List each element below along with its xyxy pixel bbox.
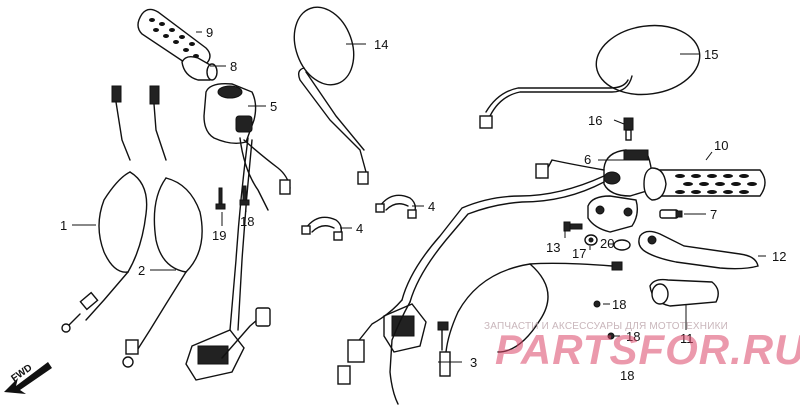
right-cable-part — [437, 261, 623, 377]
washer-part-17 — [584, 234, 598, 246]
callout-6: 6 — [584, 152, 591, 167]
callout-3: 3 — [470, 355, 477, 370]
callout-8: 8 — [230, 59, 237, 74]
mirror-bolt-part — [623, 117, 634, 141]
callout-13: 13 — [546, 240, 560, 255]
right-grip-part — [643, 167, 766, 201]
callout-4-b: 4 — [428, 199, 435, 214]
callout-18-right-middle: 18 — [626, 329, 640, 344]
watermark-caption: ЗАПЧАСТИ И АКСЕССУАРЫ ДЛЯ МОТОТЕХНИКИ — [484, 321, 729, 332]
callout-17: 17 — [572, 246, 586, 261]
callout-18-left: 18 — [240, 214, 254, 229]
left-mirror-part — [293, 6, 369, 185]
callout-9: 9 — [206, 25, 213, 40]
left-grip-part — [137, 8, 211, 69]
cable-clamp-part-a — [301, 216, 343, 241]
small-screw-left-19 — [215, 187, 226, 210]
callout-18-right-lower: 18 — [620, 368, 634, 383]
callout-1: 1 — [60, 218, 67, 233]
callout-12: 12 — [772, 249, 786, 264]
callout-15: 15 — [704, 47, 718, 62]
fwd-arrow-icon — [4, 362, 52, 394]
callout-18-right-upper: 18 — [612, 297, 626, 312]
callout-7: 7 — [710, 207, 717, 222]
callout-5: 5 — [270, 99, 277, 114]
right-mirror-part — [479, 24, 701, 129]
screw-right-18-upper — [593, 300, 601, 308]
right-switch-connector-part — [337, 299, 427, 405]
callout-10: 10 — [714, 138, 728, 153]
callout-4-a: 4 — [356, 221, 363, 236]
pivot-bolt-part — [659, 209, 683, 219]
callout-2: 2 — [138, 263, 145, 278]
small-screw-left-18 — [239, 185, 250, 206]
nut-part-20 — [613, 239, 631, 251]
brake-lever-part — [638, 230, 759, 270]
cable-clamp-part-b — [375, 194, 417, 219]
lever-holder-part — [649, 278, 719, 307]
screw-part-13 — [563, 221, 583, 232]
watermark-brand: PARTSFOR.RU — [495, 326, 800, 373]
callout-20: 20 — [600, 236, 614, 251]
bar-end-weight-part — [181, 55, 218, 81]
throttle-cable-part — [122, 85, 203, 368]
right-switch-housing-part — [401, 149, 653, 303]
callout-16: 16 — [588, 113, 602, 128]
master-cylinder-bracket-part — [587, 195, 639, 233]
clutch-cable-part — [61, 85, 148, 333]
leader-lines — [72, 31, 766, 363]
callout-14: 14 — [374, 37, 388, 52]
callout-11: 11 — [680, 331, 694, 346]
callout-19: 19 — [212, 228, 226, 243]
